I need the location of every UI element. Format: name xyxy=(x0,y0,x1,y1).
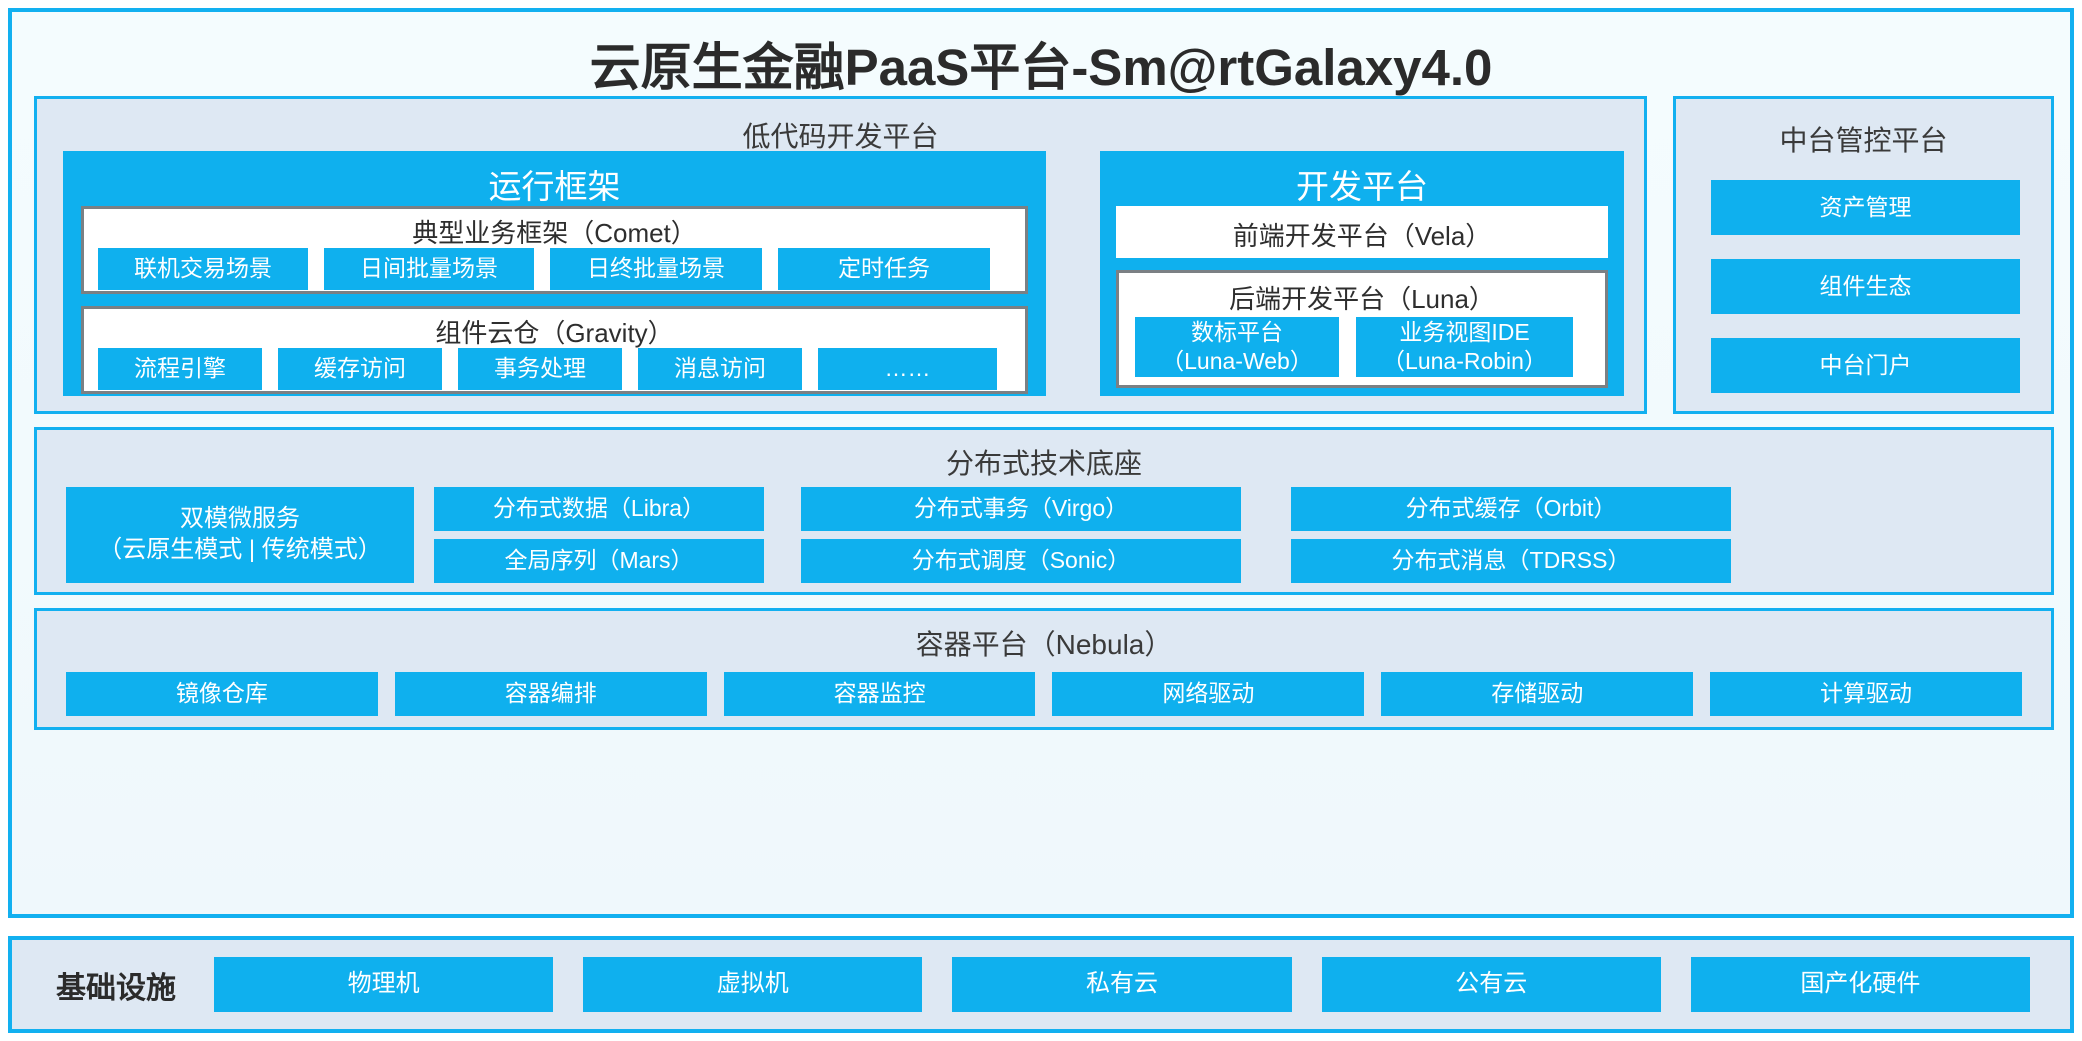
backend-platform-box: 后端开发平台（Luna） 数标平台 （Luna-Web） 业务视图IDE （Lu… xyxy=(1116,270,1608,388)
comet-item[interactable]: 定时任务 xyxy=(778,248,990,290)
foundation-column-1: 分布式数据（Libra） 全局序列（Mars） xyxy=(434,487,764,583)
container-platform-panel: 容器平台（Nebula） 镜像仓库 容器编排 容器监控 网络驱动 存储驱动 计算… xyxy=(34,608,2054,730)
midplatform-item[interactable]: 组件生态 xyxy=(1711,259,2020,314)
backend-items-row: 数标平台 （Luna-Web） 业务视图IDE （Luna-Robin） xyxy=(1135,317,1589,377)
foundation-item[interactable]: 分布式缓存（Orbit） xyxy=(1291,487,1731,531)
lowcode-platform-panel: 低代码开发平台 运行框架 典型业务框架（Comet） 联机交易场景 日间批量场景… xyxy=(34,96,1647,414)
container-item[interactable]: 存储驱动 xyxy=(1381,672,1694,716)
lowcode-platform-title: 低代码开发平台 xyxy=(742,121,939,152)
container-item[interactable]: 容器编排 xyxy=(394,672,707,716)
frontend-platform-label: 前端开发平台（Vela） xyxy=(1232,221,1492,251)
foundation-panel: 分布式技术底座 双模微服务 （云原生模式 | 传统模式） 分布式数据（Libra… xyxy=(34,427,2054,595)
dev-platform-section: 开发平台 前端开发平台（Vela） 后端开发平台（Luna） 数标平台 （Lun… xyxy=(1100,151,1624,396)
foundation-item[interactable]: 分布式事务（Virgo） xyxy=(801,487,1241,531)
comet-item[interactable]: 日间批量场景 xyxy=(324,248,534,290)
midplatform-title: 中台管控平台 xyxy=(1779,125,1948,156)
backend-item[interactable]: 业务视图IDE （Luna-Robin） xyxy=(1356,317,1573,377)
gravity-item[interactable]: 消息访问 xyxy=(638,348,802,390)
infrastructure-item[interactable]: 物理机 xyxy=(214,957,554,1012)
infrastructure-item[interactable]: 公有云 xyxy=(1321,957,1661,1012)
midplatform-items: 资产管理 组件生态 中台门户 xyxy=(1711,180,2020,393)
frontend-platform-box[interactable]: 前端开发平台（Vela） xyxy=(1116,206,1608,258)
container-platform-title: 容器平台（Nebula） xyxy=(915,629,1173,660)
container-item[interactable]: 镜像仓库 xyxy=(66,672,378,716)
infrastructure-bar: 基础设施 物理机 虚拟机 私有云 公有云 国产化硬件 xyxy=(8,936,2074,1033)
gravity-item[interactable]: 事务处理 xyxy=(458,348,622,390)
microservice-block[interactable]: 双模微服务 （云原生模式 | 传统模式） xyxy=(66,487,414,583)
foundation-item[interactable]: 全局序列（Mars） xyxy=(434,539,764,583)
container-item[interactable]: 网络驱动 xyxy=(1052,672,1365,716)
comet-box: 典型业务框架（Comet） 联机交易场景 日间批量场景 日终批量场景 定时任务 xyxy=(81,206,1028,294)
container-items-row: 镜像仓库 容器编排 容器监控 网络驱动 存储驱动 计算驱动 xyxy=(66,672,2022,716)
backend-item[interactable]: 数标平台 （Luna-Web） xyxy=(1135,317,1339,377)
midplatform-panel: 中台管控平台 资产管理 组件生态 中台门户 xyxy=(1673,96,2054,414)
infrastructure-item[interactable]: 私有云 xyxy=(952,957,1292,1012)
dev-platform-title: 开发平台 xyxy=(1296,168,1428,205)
infrastructure-items: 物理机 虚拟机 私有云 公有云 国产化硬件 xyxy=(214,957,2031,1012)
midplatform-item[interactable]: 资产管理 xyxy=(1711,180,2020,235)
backend-platform-title: 后端开发平台（Luna） xyxy=(1229,284,1495,314)
infrastructure-item[interactable]: 虚拟机 xyxy=(583,957,923,1012)
gravity-item[interactable]: 缓存访问 xyxy=(278,348,442,390)
container-item[interactable]: 容器监控 xyxy=(723,672,1036,716)
foundation-title: 分布式技术底座 xyxy=(945,448,1142,479)
comet-item[interactable]: 日终批量场景 xyxy=(550,248,762,290)
gravity-items-row: 流程引擎 缓存访问 事务处理 消息访问 …… xyxy=(98,348,1017,390)
infrastructure-item[interactable]: 国产化硬件 xyxy=(1690,957,2031,1012)
runtime-framework-section: 运行框架 典型业务框架（Comet） 联机交易场景 日间批量场景 日终批量场景 … xyxy=(63,151,1046,396)
comet-items-row: 联机交易场景 日间批量场景 日终批量场景 定时任务 xyxy=(98,248,1017,290)
midplatform-item[interactable]: 中台门户 xyxy=(1711,338,2020,393)
runtime-framework-title: 运行框架 xyxy=(488,168,621,205)
page-title: 云原生金融PaaS平台-Sm@rtGalaxy4.0 xyxy=(589,39,1493,96)
foundation-item[interactable]: 分布式数据（Libra） xyxy=(434,487,764,531)
gravity-title: 组件云仓（Gravity） xyxy=(435,318,674,348)
foundation-item[interactable]: 分布式调度（Sonic） xyxy=(801,539,1241,583)
foundation-column-3: 分布式缓存（Orbit） 分布式消息（TDRSS） xyxy=(1291,487,1731,583)
gravity-box: 组件云仓（Gravity） 流程引擎 缓存访问 事务处理 消息访问 …… xyxy=(81,306,1028,394)
gravity-item[interactable]: …… xyxy=(818,348,997,390)
comet-item[interactable]: 联机交易场景 xyxy=(98,248,308,290)
gravity-item[interactable]: 流程引擎 xyxy=(98,348,262,390)
foundation-column-2: 分布式事务（Virgo） 分布式调度（Sonic） xyxy=(801,487,1241,583)
foundation-item[interactable]: 分布式消息（TDRSS） xyxy=(1291,539,1731,583)
infrastructure-label: 基础设施 xyxy=(56,971,176,1005)
comet-title: 典型业务框架（Comet） xyxy=(412,218,697,248)
main-frame: 云原生金融PaaS平台-Sm@rtGalaxy4.0 低代码开发平台 运行框架 … xyxy=(8,8,2074,918)
container-item[interactable]: 计算驱动 xyxy=(1710,672,2022,716)
